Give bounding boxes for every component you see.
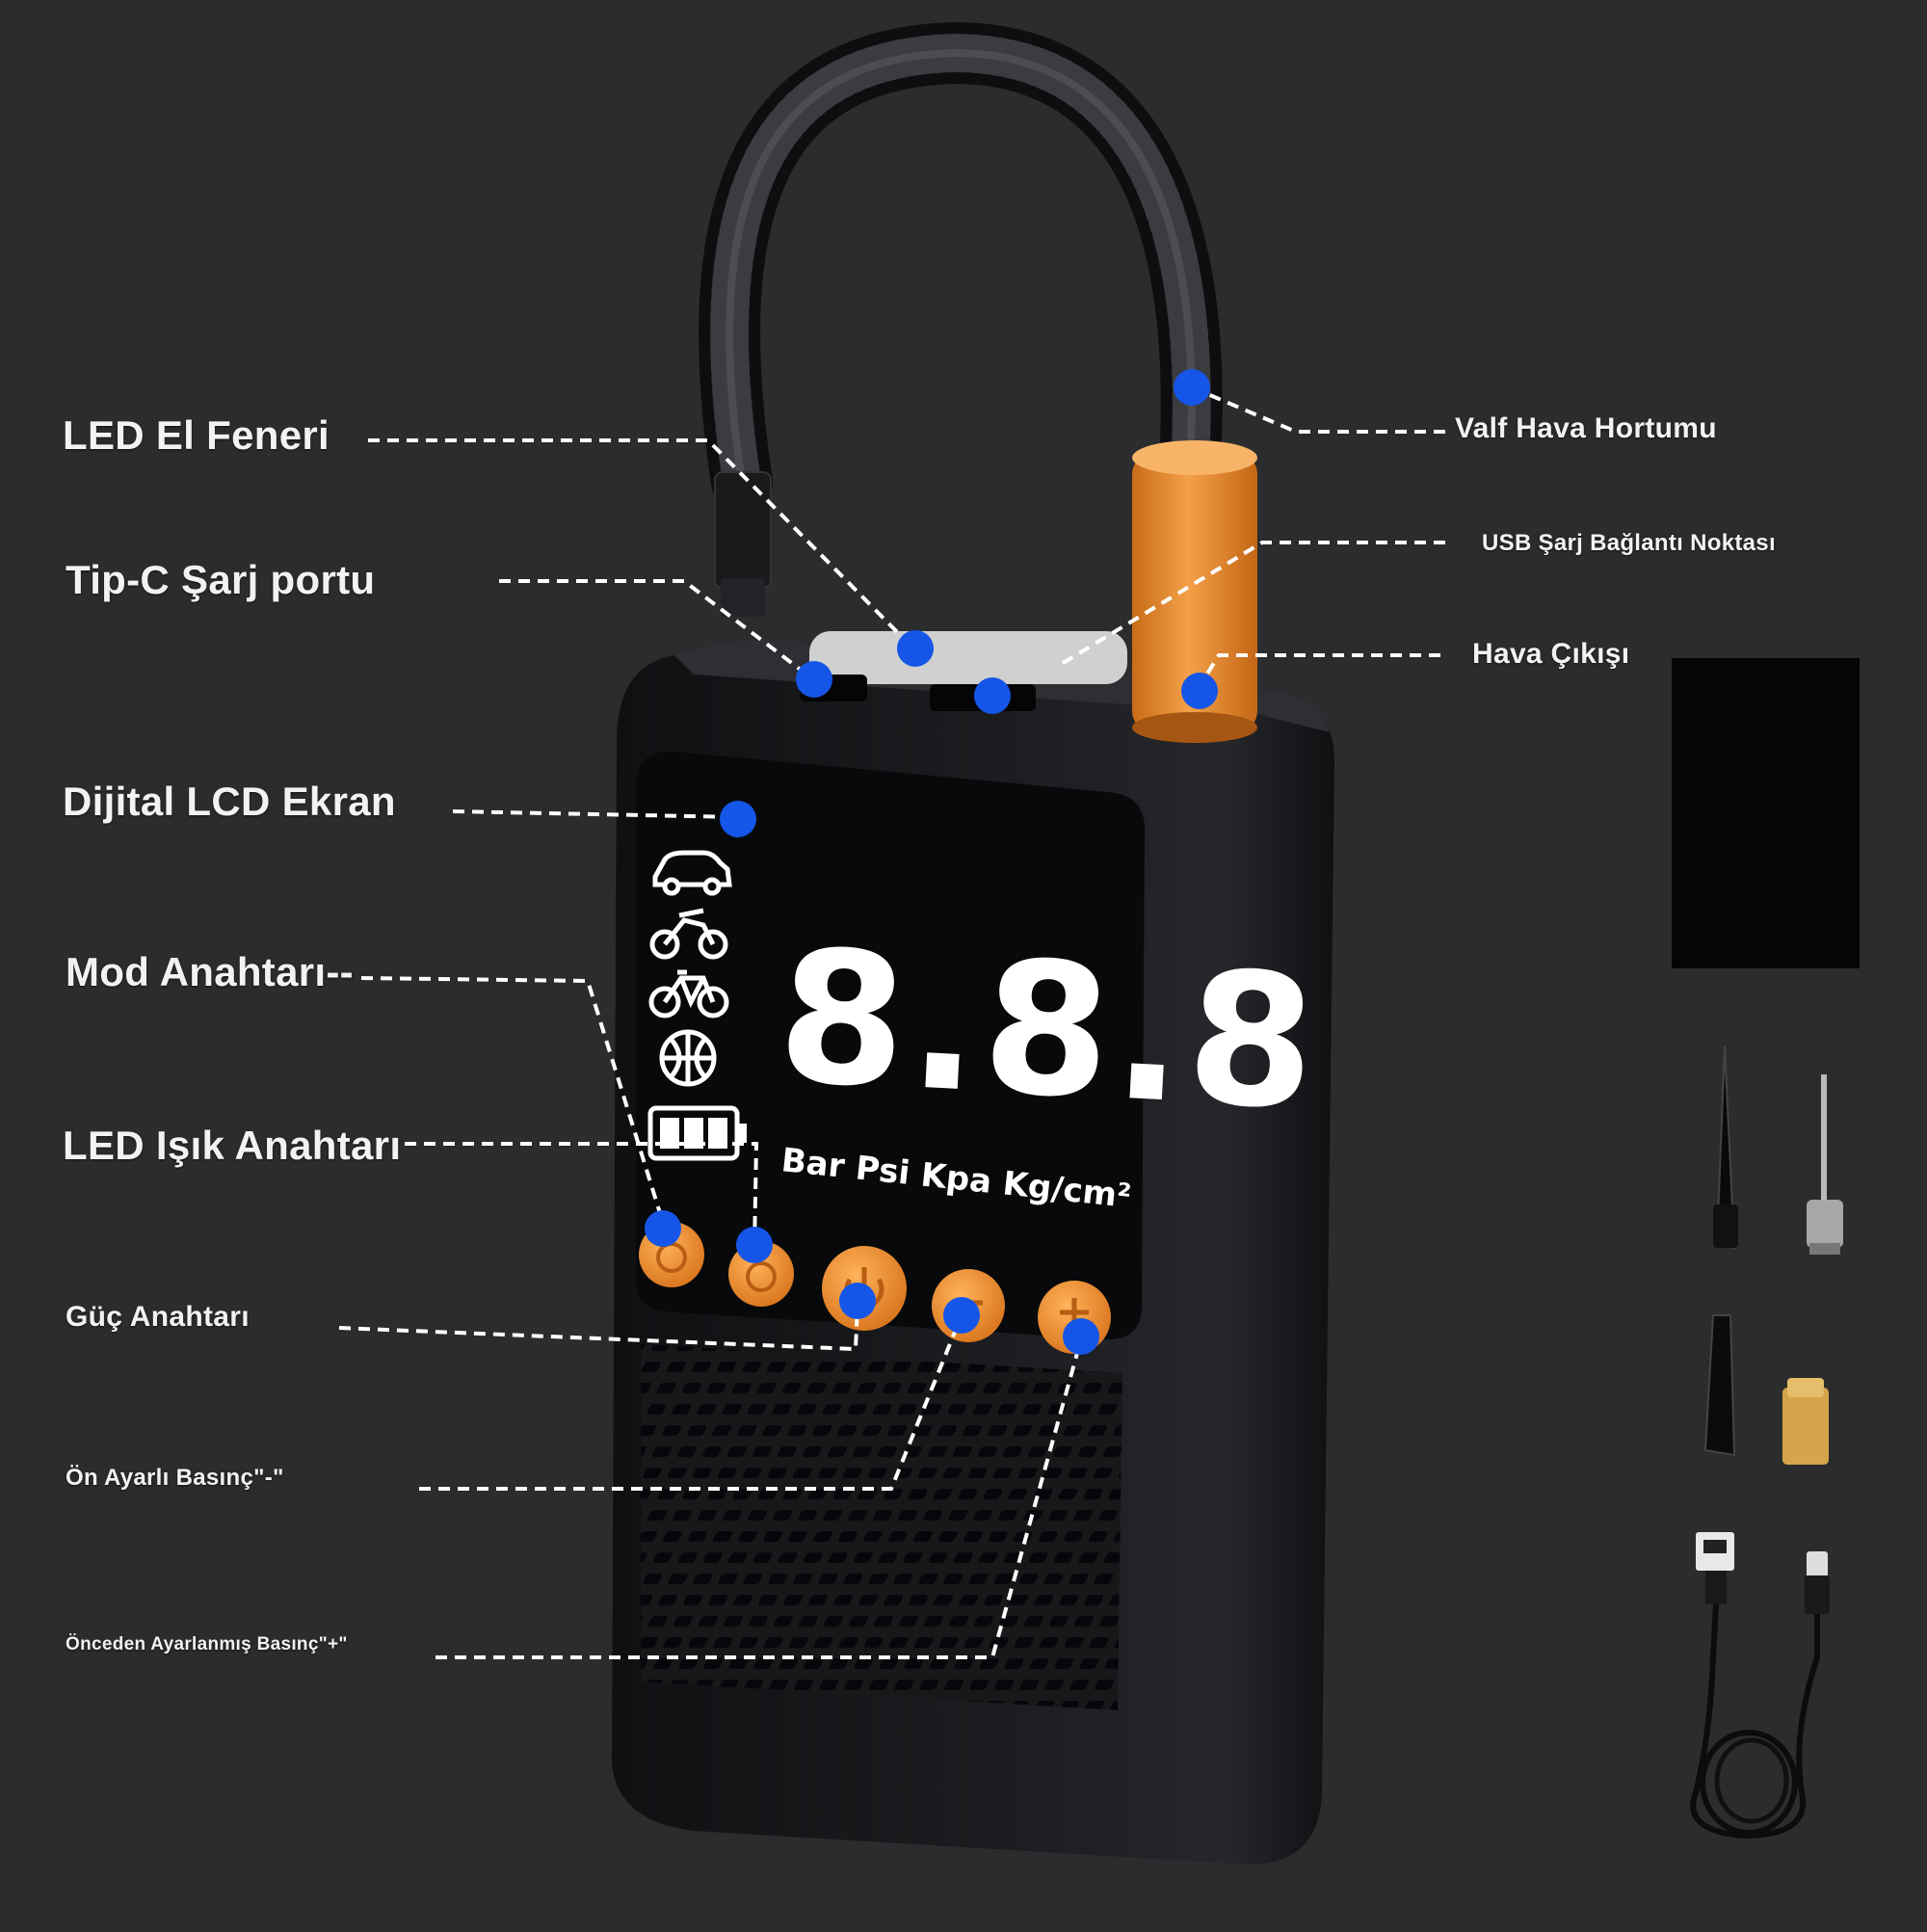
leader-valve-hose [1191, 385, 1445, 434]
marker-usb-port [974, 677, 1011, 714]
label-mode-switch: Mod Anahtarı-- [66, 949, 354, 994]
bicycle-icon [648, 969, 729, 1019]
leader-air-outlet [1198, 653, 1440, 688]
leader-typec-port [499, 579, 811, 678]
lcd-digits: 8.8.8 [774, 910, 1325, 1151]
speaker-grille [641, 1344, 1122, 1710]
battery-icon [647, 1105, 747, 1161]
leader-preset-minus [419, 1314, 964, 1491]
leader-lines [338, 385, 1445, 1659]
marker-led-flashlight [897, 630, 934, 667]
label-typec-port: Tip-C Şarj portu [66, 557, 376, 602]
marker-typec-port [796, 661, 832, 698]
needle-cone-adapter [1713, 1045, 1738, 1250]
storage-bag [1672, 658, 1860, 968]
label-preset-minus: Ön Ayarlı Basınç"-" [66, 1465, 284, 1491]
leader-power-switch [338, 1305, 859, 1352]
presta-valve-adapter [1782, 1378, 1829, 1465]
marker-preset-plus [1063, 1318, 1099, 1355]
device-body [612, 631, 1334, 1865]
label-preset-plus: Önceden Ayarlanmış Basınç"+" [66, 1634, 348, 1654]
marker-preset-minus [943, 1297, 980, 1334]
marker-valve-hose [1174, 369, 1210, 406]
basketball-icon [659, 1029, 717, 1087]
marker-lcd-screen [720, 801, 756, 837]
marker-power-switch [839, 1283, 876, 1319]
marker-dots [645, 369, 1218, 1355]
label-power-switch: Güç Anahtarı [66, 1301, 250, 1333]
marker-air-outlet [1181, 673, 1218, 709]
led-flashlight-lens [809, 631, 1127, 684]
label-led-flashlight: LED El Feneri [63, 412, 330, 458]
label-lcd-screen: Dijital LCD Ekran [63, 779, 396, 824]
label-air-outlet: Hava Çıkışı [1472, 638, 1630, 670]
nozzle-adapter [1703, 1314, 1736, 1457]
leader-led-light-switch [405, 1142, 759, 1249]
motorcycle-icon [649, 908, 728, 960]
leader-preset-plus [436, 1338, 1083, 1659]
leader-lcd-screen [452, 809, 738, 819]
label-valve-hose: Valf Hava Hortumu [1455, 412, 1717, 444]
marker-led-light-switch [736, 1227, 773, 1263]
label-led-light-switch: LED Işık Anahtarı [63, 1123, 402, 1168]
leader-led-flashlight [368, 438, 912, 648]
usb-cable [1690, 1532, 1830, 1839]
label-usb-port: USB Şarj Bağlantı Noktası [1482, 530, 1776, 556]
ball-needle-adapter [1807, 1074, 1843, 1255]
valve-sleeve [1132, 440, 1257, 743]
leader-usb-port [1058, 541, 1445, 667]
marker-mode-switch [645, 1210, 681, 1247]
air-hose [699, 21, 1223, 617]
car-icon [652, 850, 732, 896]
